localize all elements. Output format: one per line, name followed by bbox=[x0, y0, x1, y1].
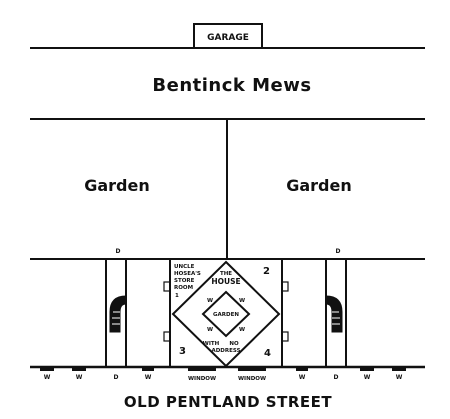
window-mark-3: W bbox=[145, 374, 152, 381]
window-label-right: Window bbox=[238, 376, 266, 382]
right-neighbour-house: D bbox=[325, 248, 347, 367]
door-mark-left-bottom: D bbox=[114, 374, 119, 381]
house-label-line-1: The bbox=[220, 271, 232, 277]
left-neighbour-house: D bbox=[105, 248, 127, 367]
window-label-left: Window bbox=[188, 376, 216, 382]
street-windows: W W D W Window Window W D W W bbox=[40, 367, 406, 382]
no-address-line-1: With bbox=[203, 341, 220, 347]
room-number-4: 4 bbox=[264, 348, 271, 359]
staircase-icon bbox=[325, 295, 343, 333]
center-garden-label: Garden bbox=[213, 312, 239, 318]
store-room-line-3: Store bbox=[174, 278, 195, 284]
window-mark-1: W bbox=[44, 374, 51, 381]
room-number-2: 2 bbox=[263, 266, 270, 277]
window-mark-5: W bbox=[364, 374, 371, 381]
the-house: Uncle Hosea's Store Room The House 1 2 3… bbox=[163, 258, 289, 368]
street-label: OLD PENTLAND STREET bbox=[124, 393, 332, 411]
room-number-3: 3 bbox=[179, 346, 186, 357]
wall-mark-bottom-left: W bbox=[207, 327, 213, 333]
garage-label: Garage bbox=[207, 33, 249, 43]
window-mark-2: W bbox=[76, 374, 83, 381]
no-address-line-2: No bbox=[229, 341, 239, 347]
door-mark-right-top: D bbox=[336, 248, 341, 255]
window-mark-6: W bbox=[396, 374, 403, 381]
store-room-line-4: Room bbox=[174, 285, 193, 291]
mews-label: Bentinck Mews bbox=[152, 75, 311, 96]
door-mark-right-bottom: D bbox=[334, 374, 339, 381]
garden-right-label: Garden bbox=[286, 176, 352, 195]
room-number-1: 1 bbox=[175, 293, 179, 299]
staircase-icon bbox=[109, 295, 127, 333]
store-room-line-2: Hosea's bbox=[174, 271, 201, 277]
wall-mark-top-left: W bbox=[207, 298, 213, 304]
store-room-line-1: Uncle bbox=[174, 264, 195, 270]
door-mark-left-top: D bbox=[116, 248, 121, 255]
garden-left-label: Garden bbox=[84, 176, 150, 195]
house-label-line-2: House bbox=[211, 277, 240, 286]
wall-mark-top-right: W bbox=[239, 298, 245, 304]
window-mark-4: W bbox=[299, 374, 306, 381]
no-address-line-3: Address bbox=[211, 348, 240, 354]
wall-mark-bottom-right: W bbox=[239, 327, 245, 333]
